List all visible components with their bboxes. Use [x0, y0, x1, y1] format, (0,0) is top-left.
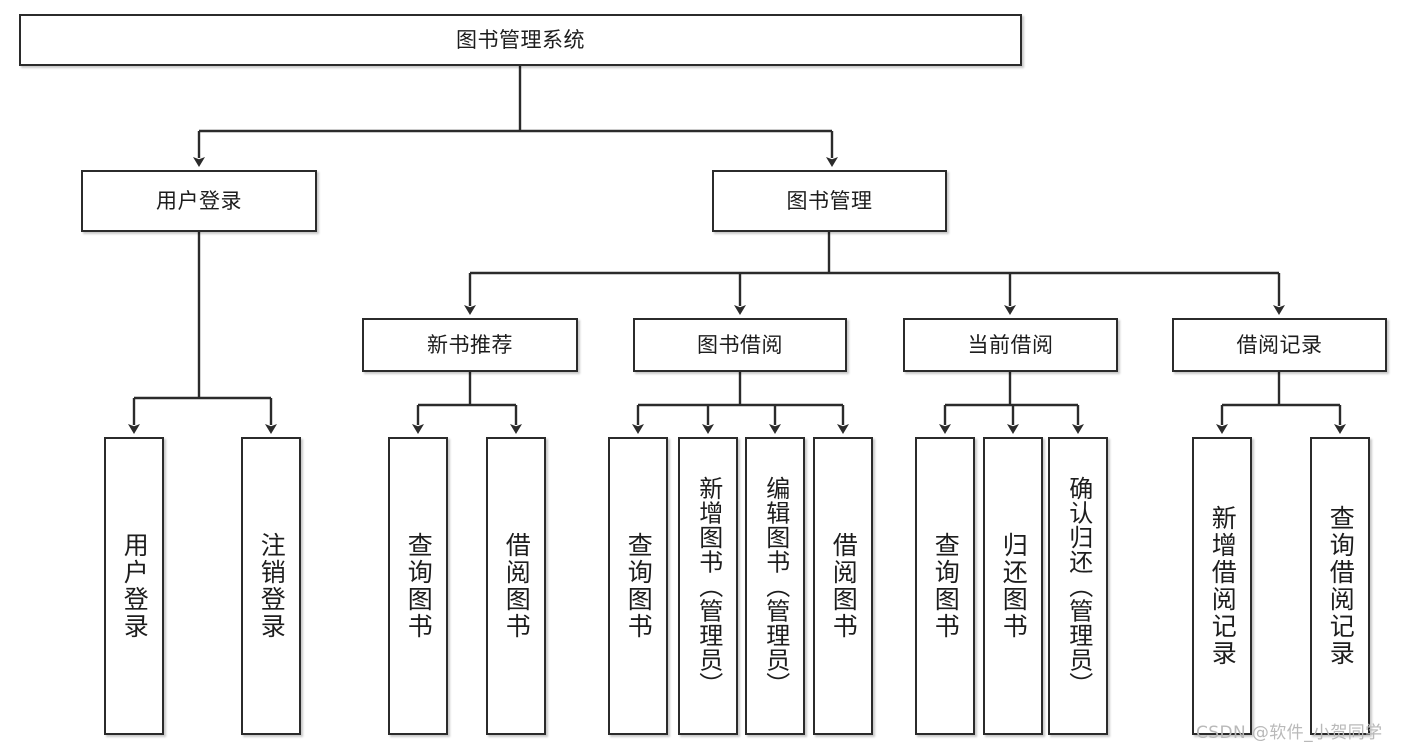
node-book-borrow[interactable]: 图书借阅	[633, 318, 847, 372]
node-book-manage[interactable]: 图书管理	[712, 170, 947, 232]
node-book-borrow-label: 图书借阅	[697, 332, 783, 357]
node-leaf-user-login[interactable]: 用户登录	[104, 437, 164, 735]
node-root[interactable]: 图书管理系统	[19, 14, 1022, 66]
node-book-manage-label: 图书管理	[786, 188, 873, 213]
node-current-borrow-label: 当前借阅	[967, 332, 1054, 357]
node-leaf-add-record[interactable]: 新增借阅记录	[1192, 437, 1252, 735]
node-new-book-rec-label: 新书推荐	[427, 332, 513, 357]
node-leaf-return-book-label: 归还图书	[999, 532, 1029, 640]
node-leaf-query-book-cur[interactable]: 查询图书	[915, 437, 975, 735]
node-leaf-query-record-label: 查询借阅记录	[1326, 505, 1356, 667]
node-leaf-edit-book[interactable]: 编辑图书（管理员）	[745, 437, 805, 735]
node-leaf-query-book-cur-label: 查询图书	[931, 532, 961, 640]
node-leaf-user-login-label: 用户登录	[120, 532, 150, 640]
node-user-login-label: 用户登录	[156, 188, 242, 213]
node-leaf-confirm-return[interactable]: 确认归还（管理员）	[1048, 437, 1108, 735]
node-borrow-record-label: 借阅记录	[1236, 332, 1323, 357]
node-leaf-logout[interactable]: 注销登录	[241, 437, 301, 735]
node-leaf-return-book[interactable]: 归还图书	[983, 437, 1043, 735]
node-leaf-query-book-borrow-label: 查询图书	[624, 532, 654, 640]
node-leaf-confirm-return-label: 确认归还（管理员）	[1064, 475, 1093, 697]
node-leaf-borrow-book-rec[interactable]: 借阅图书	[486, 437, 546, 735]
node-leaf-query-book-rec[interactable]: 查询图书	[388, 437, 448, 735]
node-leaf-query-book-borrow[interactable]: 查询图书	[608, 437, 668, 735]
node-borrow-record[interactable]: 借阅记录	[1172, 318, 1387, 372]
node-leaf-borrow-book-label: 借阅图书	[829, 532, 859, 640]
node-leaf-add-book[interactable]: 新增图书（管理员）	[678, 437, 738, 735]
csdn-watermark: CSDN @软件_小贺同学	[1196, 723, 1383, 743]
node-user-login[interactable]: 用户登录	[81, 170, 317, 232]
node-new-book-rec[interactable]: 新书推荐	[362, 318, 578, 372]
node-leaf-query-book-rec-label: 查询图书	[404, 532, 434, 640]
node-current-borrow[interactable]: 当前借阅	[903, 318, 1118, 372]
node-leaf-edit-book-label: 编辑图书（管理员）	[761, 475, 790, 697]
node-leaf-borrow-book-rec-label: 借阅图书	[502, 532, 532, 640]
node-leaf-logout-label: 注销登录	[257, 532, 287, 640]
node-leaf-borrow-book[interactable]: 借阅图书	[813, 437, 873, 735]
node-leaf-add-book-label: 新增图书（管理员）	[694, 475, 723, 697]
node-leaf-add-record-label: 新增借阅记录	[1208, 505, 1238, 667]
node-root-label: 图书管理系统	[456, 27, 585, 52]
node-leaf-query-record[interactable]: 查询借阅记录	[1310, 437, 1370, 735]
